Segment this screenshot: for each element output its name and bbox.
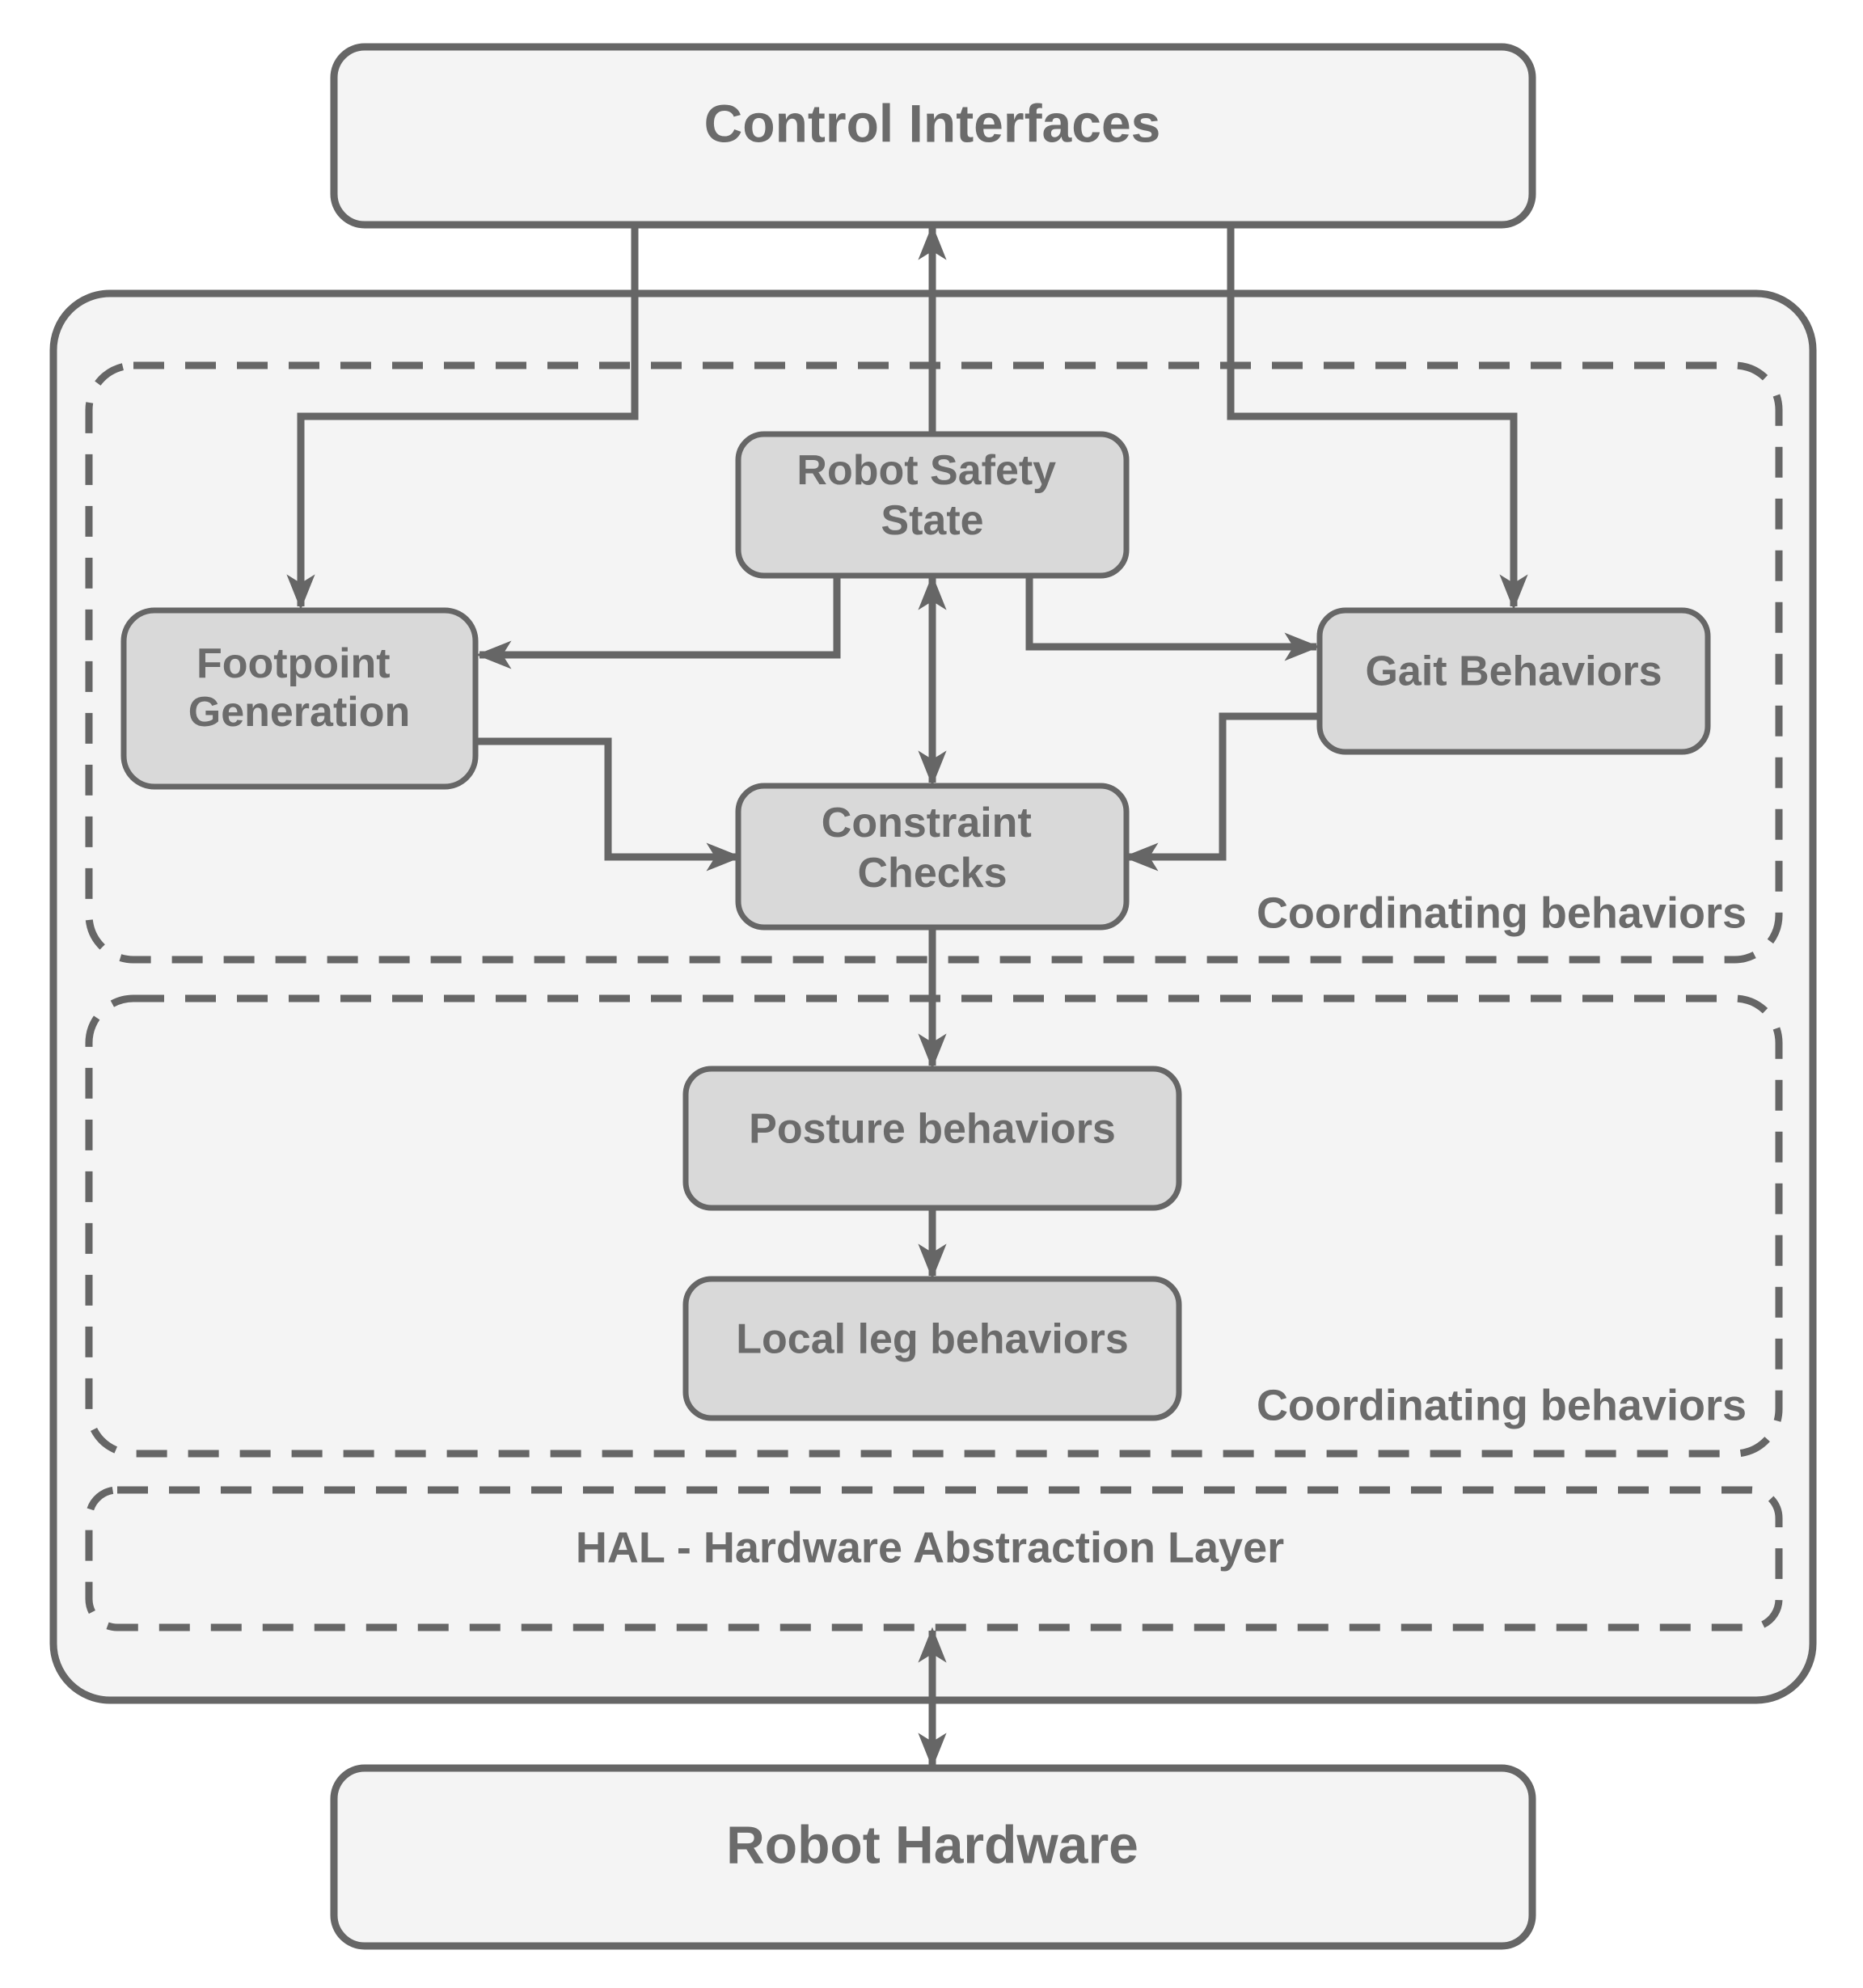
- control-interfaces-box: [330, 43, 1536, 229]
- gait-behaviors-box: [1316, 607, 1711, 755]
- constraint-checks-line1: Constraint: [822, 800, 1032, 846]
- connectors: [286, 224, 1528, 1769]
- constraint-checks-line2: Checks: [858, 850, 1008, 897]
- local-leg-behaviors-box: [682, 1276, 1182, 1421]
- hal-group-label: HAL - Hardware Abstraction Layer: [576, 1523, 1284, 1572]
- gait-behaviors-label: Gait Behaviors: [1365, 648, 1662, 695]
- robot-safety-state-line1: Robot Safety: [796, 447, 1056, 494]
- robot-safety-state-line2: State: [881, 497, 983, 544]
- control-interfaces-label: Control Interfaces: [704, 93, 1161, 153]
- robot-safety-state-label: Robot Safety State: [796, 447, 1067, 544]
- upper-group-label: Coordinating behaviors: [1257, 888, 1747, 937]
- posture-behaviors-box: [682, 1066, 1182, 1211]
- lower-group-label: Coordinating behaviors: [1257, 1381, 1747, 1429]
- arrow-safety-to-footpoint: [475, 576, 841, 669]
- constraint-checks-box: [735, 783, 1130, 931]
- footpoint-generation-line2: Generation: [188, 689, 411, 736]
- footpoint-generation-line1: Footpoint: [196, 640, 391, 687]
- footpoint-generation-label: Footpoint Generation: [188, 640, 411, 736]
- arrow-gait-to-constraint: [1122, 712, 1318, 872]
- arrow-control-to-footpoint: [286, 228, 639, 610]
- robot-safety-state-box: [735, 431, 1130, 579]
- constraint-checks-label: Constraint Checks: [822, 800, 1043, 897]
- arrow-safety-to-gait: [1025, 576, 1320, 661]
- posture-behaviors-label: Posture behaviors: [749, 1106, 1116, 1153]
- hal-group: [85, 1486, 1783, 1631]
- robot-hardware-label: Robot Hardware: [726, 1814, 1138, 1874]
- footpoint-generation-box: [120, 607, 479, 790]
- arrow-footpoint-to-constraint: [477, 737, 742, 872]
- local-leg-behaviors-label: Local leg behaviors: [736, 1316, 1129, 1363]
- arrow-control-to-gait: [1227, 228, 1528, 610]
- robot-hardware-box: [330, 1764, 1536, 1950]
